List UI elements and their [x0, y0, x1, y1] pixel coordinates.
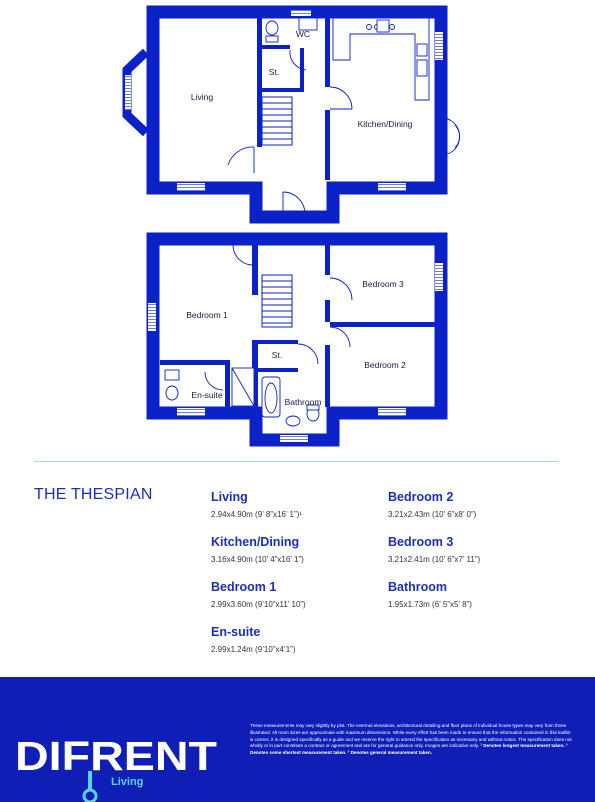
room-label-bedroom-1: Bedroom 1 [186, 310, 228, 320]
spec-name: Bathroom [388, 580, 448, 594]
spec-name: En-suite [211, 625, 261, 639]
logo-sub: Living [111, 776, 143, 788]
wc-fittings [265, 17, 318, 43]
bathroom-fittings [164, 367, 320, 427]
spec-name: Bedroom 2 [388, 490, 454, 504]
ground-floor-plan: Living WC St. Kitchen/Dining [122, 5, 461, 224]
logo-wordmark: DIFRENT [15, 735, 217, 779]
spec-name: Living [211, 490, 248, 504]
disclaimer-text: These measurements may vary slightly by … [250, 723, 572, 749]
floor-plans: Living WC St. Kitchen/Dining [122, 5, 461, 447]
spec-bedroom-1: Bedroom 1 2.99x3.60m (9’10”x11’ 10”) [211, 579, 401, 610]
bay-window-glass [125, 75, 131, 110]
spec-name: Kitchen/Dining [211, 535, 300, 549]
room-label-bedroom-3: Bedroom 3 [362, 279, 404, 289]
spec-bathroom: Bathroom 1.95x1.73m (6’ 5”x5’ 8”) [388, 579, 578, 610]
spec-dimensions: 3.21x2.41m (10’ 6”x7’ 11”) [388, 555, 481, 564]
ground-windows [177, 10, 443, 191]
spec-bedroom-3: Bedroom 3 3.21x2.41m (10’ 6”x7’ 11”) [388, 534, 578, 565]
first-stairs [261, 274, 293, 328]
room-label-store-ground: St. [269, 67, 279, 77]
footer-band: DIFRENT Living These measurements may va… [0, 677, 595, 802]
spec-dimensions: 2.99x3.60m (9’10”x11’ 10”) [211, 600, 306, 609]
first-interior-walls [160, 245, 435, 415]
kitchen-worktops [332, 17, 430, 101]
first-doors [204, 244, 353, 391]
spec-dimensions: 1.95x1.73m (6’ 5”x5’ 8”) [388, 600, 472, 609]
room-label-bathroom: Bathroom [285, 397, 322, 407]
room-label-store-first: St. [272, 350, 282, 360]
room-label-living: Living [191, 92, 213, 102]
ground-doors [227, 49, 461, 215]
ground-interior-walls [257, 12, 330, 180]
house-type-title: THE THESPIAN [34, 486, 153, 503]
room-label-ensuite: En-suite [191, 390, 222, 400]
spec-dimensions: 3.16x4.90m (10’ 4”x16’ 1”) [211, 555, 304, 564]
ground-stairs [261, 96, 293, 146]
spec-name: Bedroom 1 [211, 580, 277, 594]
first-windows [148, 263, 443, 442]
difrent-living-logo: DIFRENT Living [15, 735, 217, 802]
spec-living: Living 2.94x4.90m (9’ 8”x16’ 1”)¹ [211, 489, 401, 520]
legal-disclaimer: These measurements may vary slightly by … [250, 723, 572, 757]
spec-name: Bedroom 3 [388, 535, 454, 549]
disclaimer-note-shortest: ² Denotes some shortest measurement take… [250, 743, 568, 756]
spec-kitchen-dining: Kitchen/Dining 3.16x4.90m (10’ 4”x16’ 1”… [211, 534, 401, 565]
logo-stem [88, 771, 92, 791]
room-label-kitchen-dining: Kitchen/Dining [358, 119, 413, 129]
spec-dimensions: 2.94x4.90m (9’ 8”x16’ 1”)¹ [211, 510, 302, 519]
room-label-wc: WC [296, 29, 310, 39]
room-label-bedroom-2: Bedroom 2 [364, 360, 406, 370]
logo-pin-icon [82, 788, 98, 802]
disclaimer-note-longest: ¹ Denotes longest measurement taken. [480, 743, 565, 749]
spec-bedroom-2: Bedroom 2 3.21x2.43m (10’ 6”x8’ 0”) [388, 489, 578, 520]
section-divider [34, 461, 559, 462]
first-floor-plan: Bedroom 1 Bedroom 3 Bedroom 2 St. En-sui… [146, 232, 448, 447]
spec-dimensions: 3.21x2.43m (10’ 6”x8’ 0”) [388, 510, 477, 519]
spec-dimensions: 2.99x1.24m (9’10”x4’1”) [211, 645, 296, 654]
spec-ensuite: En-suite 2.99x1.24m (9’10”x4’1”) [211, 624, 401, 655]
disclaimer-note-general: ³ Denotes general measurement taken. [346, 750, 433, 756]
